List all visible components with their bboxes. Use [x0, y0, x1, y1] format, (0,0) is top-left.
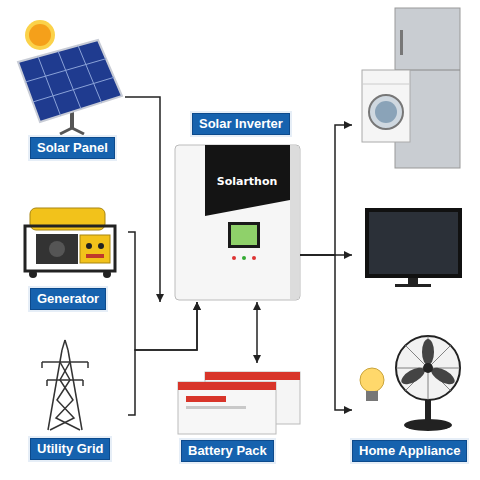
- connector: [128, 232, 201, 350]
- utility-grid-node: Utility Grid: [10, 340, 128, 462]
- washer-illustration: [362, 70, 410, 142]
- inverter-illustration: [175, 145, 300, 300]
- connector-line: [300, 125, 352, 255]
- battery-node: Battery Pack: [170, 365, 305, 462]
- arrowhead: [253, 302, 261, 310]
- node-label: Solar Inverter: [192, 113, 290, 135]
- arrowhead: [193, 302, 201, 310]
- connector: [128, 302, 201, 415]
- connector-line: [125, 97, 160, 302]
- generator-illustration: [25, 208, 115, 278]
- connector: [253, 302, 261, 363]
- sun-icon: [25, 20, 55, 50]
- node-label: Solar Panel: [30, 137, 115, 159]
- connector: [125, 97, 164, 302]
- node-label: Utility Grid: [30, 438, 110, 460]
- arrowhead: [193, 302, 201, 310]
- fan-illustration: [396, 336, 460, 431]
- appliance-node: Home Appliance: [352, 5, 470, 463]
- arrowhead: [253, 355, 261, 363]
- arrowhead: [156, 294, 164, 302]
- node-label: Home Appliance: [352, 440, 467, 462]
- tv-illustration: [365, 208, 462, 287]
- solar-panel-node: Solar Panel: [5, 15, 125, 162]
- connector-line: [300, 255, 352, 410]
- arrowhead: [344, 406, 352, 414]
- connector-line: [128, 302, 197, 415]
- brand-name: Solarthon: [217, 175, 278, 188]
- node-label: Battery Pack: [181, 440, 274, 462]
- node-label: Generator: [30, 288, 106, 310]
- arrowhead: [344, 251, 352, 259]
- tower-illustration: [42, 340, 88, 430]
- generator-node: Generator: [10, 195, 128, 312]
- connector-line: [128, 232, 197, 350]
- inverter-node: Solar InverterSolarthon: [175, 145, 300, 300]
- battery-illustration: [178, 372, 300, 434]
- bulb-illustration: [360, 368, 384, 401]
- arrowhead: [344, 121, 352, 129]
- solar-panel-illustration: [18, 40, 122, 134]
- connector-line: [256, 302, 258, 363]
- connector: [300, 121, 352, 414]
